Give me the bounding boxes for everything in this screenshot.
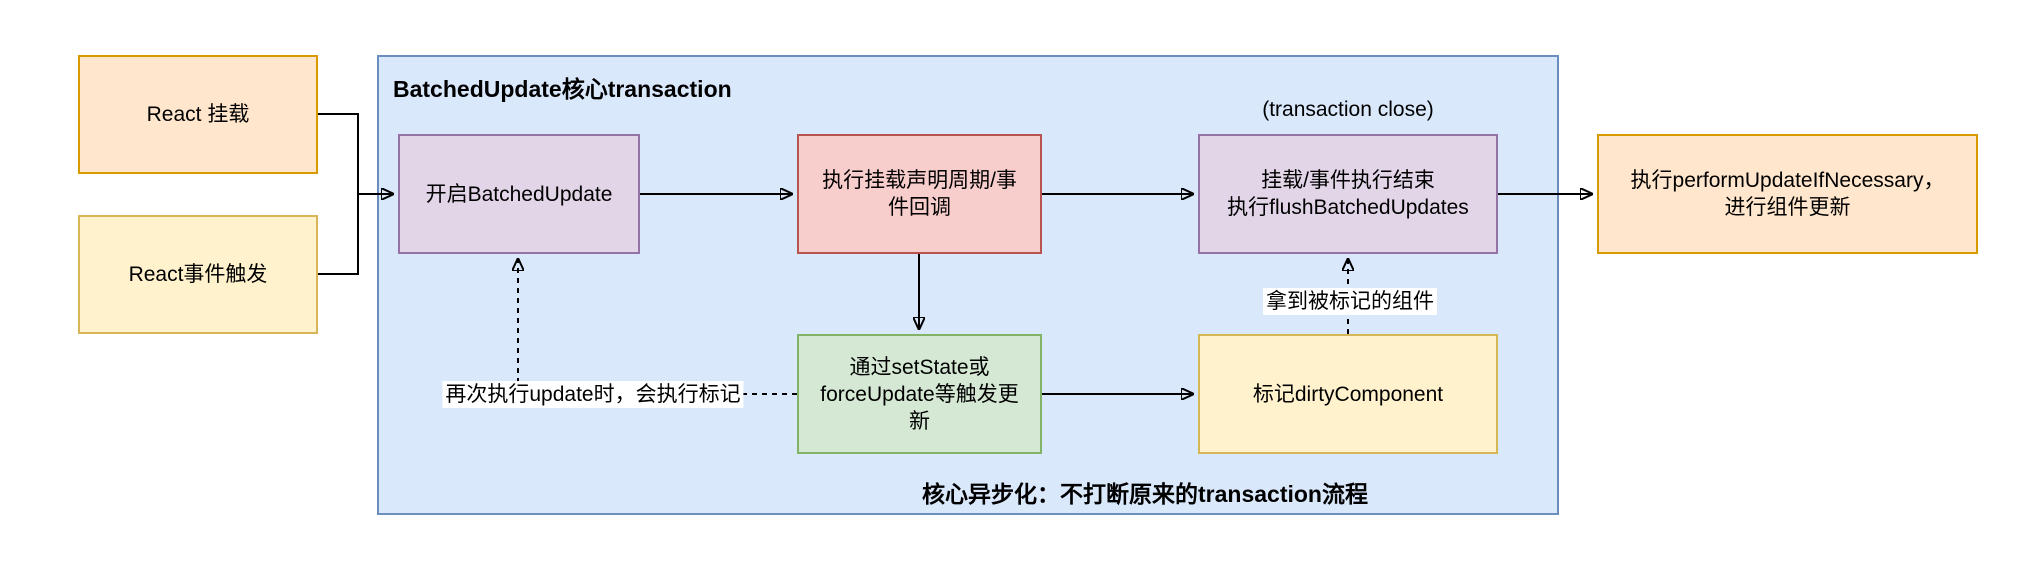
edge-sources-junction [318, 113, 359, 275]
node-mark-dirty-component: 标记dirtyComponent [1198, 334, 1498, 454]
edge-label-mark-on-next-update: 再次执行update时，会执行标记 [442, 381, 744, 408]
node-exec-mount-lifecycle-label: 执行挂载声明周期/事件回调 [822, 169, 1017, 219]
node-flush-line2: 执行flushBatchedUpdates [1227, 196, 1469, 219]
node-mark-dirty-component-label: 标记dirtyComponent [1252, 382, 1444, 406]
node-react-event-trigger: React事件触发 [78, 215, 318, 334]
node-trigger-update-label: 通过setState或forceUpdate等触发更新 [820, 355, 1019, 433]
node-trigger-update: 通过setState或forceUpdate等触发更新 [797, 334, 1042, 454]
node-perform-line1: 执行performUpdateIfNecessary， [1630, 169, 1945, 192]
node-flush-batched-updates-label: 挂载/事件执行结束 执行flushBatchedUpdates [1200, 167, 1496, 221]
edge-label-get-marked-components: 拿到被标记的组件 [1263, 288, 1437, 315]
container-title: BatchedUpdate核心transaction [393, 76, 732, 102]
node-exec-mount-lifecycle: 执行挂载声明周期/事件回调 [797, 134, 1042, 254]
node-open-batched-update-label: 开启BatchedUpdate [425, 182, 613, 206]
node-perform-update-if-necessary: 执行performUpdateIfNecessary， 进行组件更新 [1597, 134, 1978, 254]
node-react-event-trigger-label: React事件触发 [128, 263, 268, 286]
transaction-close-note: (transaction close) [1262, 98, 1434, 121]
node-react-mount-label: React 挂载 [146, 103, 250, 126]
node-flush-line1: 挂载/事件执行结束 [1261, 169, 1435, 192]
node-perform-update-label: 执行performUpdateIfNecessary， 进行组件更新 [1599, 167, 1976, 221]
node-open-batched-update: 开启BatchedUpdate [398, 134, 640, 254]
node-flush-batched-updates: 挂载/事件执行结束 执行flushBatchedUpdates [1198, 134, 1498, 254]
container-footer-note: 核心异步化：不打断原来的transaction流程 [922, 481, 1368, 507]
node-perform-line2: 进行组件更新 [1724, 196, 1851, 219]
node-react-mount: React 挂载 [78, 55, 318, 174]
